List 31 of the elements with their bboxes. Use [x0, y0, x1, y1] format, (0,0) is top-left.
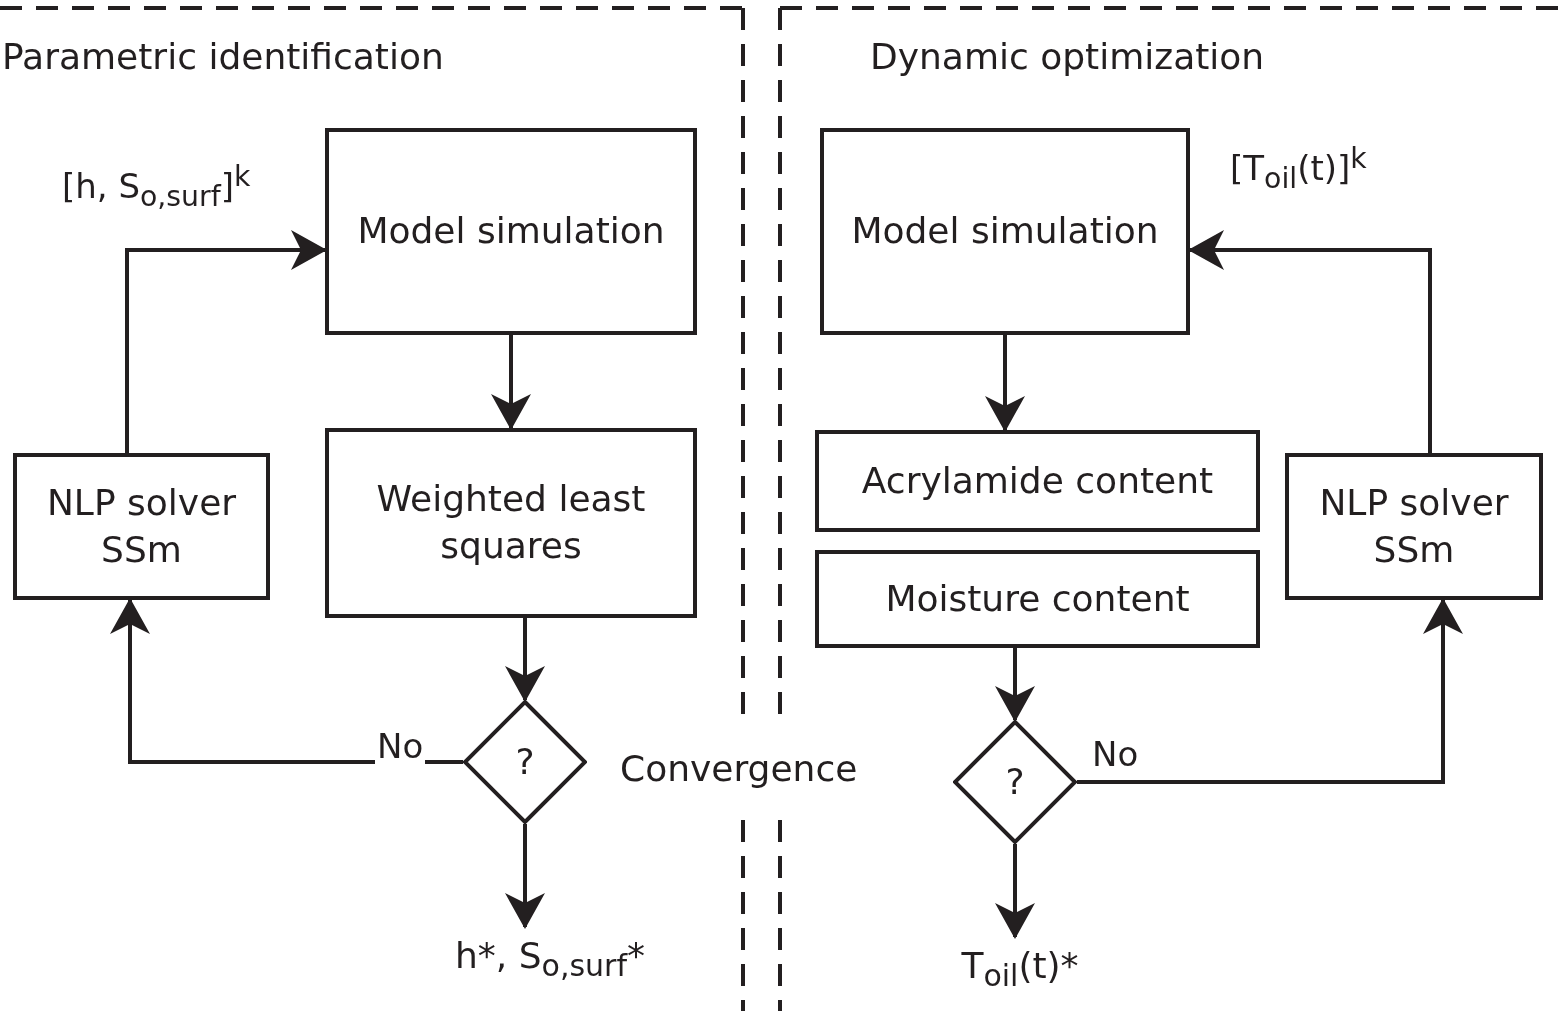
output-label: h*, S$_{o,surf}$* — [455, 934, 645, 986]
process-box — [13, 453, 270, 600]
arrow — [491, 335, 531, 430]
process-box — [820, 128, 1190, 335]
box-label: Model simulation — [357, 209, 665, 254]
decision-label: ? — [1005, 759, 1025, 804]
output-label: T$_{oil}$(t)* — [961, 944, 1079, 996]
decision-diamond — [953, 720, 1077, 844]
process-box — [325, 428, 697, 618]
decision-label: ? — [515, 739, 535, 784]
section-heading: Dynamic optimization — [870, 36, 1265, 77]
box-label: NLP solver SSm — [1318, 480, 1510, 572]
decision-diamond — [463, 700, 587, 824]
arrow — [995, 844, 1035, 939]
arrow — [985, 335, 1025, 432]
arrow — [1077, 598, 1463, 784]
process-box — [815, 430, 1260, 532]
box-label: NLP solver SSm — [45, 480, 238, 572]
box-label: Model simulation — [851, 209, 1159, 254]
arrow — [505, 824, 545, 929]
box-label: Moisture content — [885, 576, 1190, 621]
arrow — [125, 230, 327, 453]
arrow — [995, 648, 1035, 722]
process-box — [1285, 453, 1543, 600]
box-label: Weighted least squares — [375, 477, 647, 568]
arrow — [505, 618, 545, 702]
arrow — [110, 598, 463, 764]
process-box — [325, 128, 697, 335]
process-box — [815, 550, 1260, 648]
box-label: Acrylamide content — [861, 458, 1214, 503]
section-heading: Parametric identification — [2, 36, 444, 77]
